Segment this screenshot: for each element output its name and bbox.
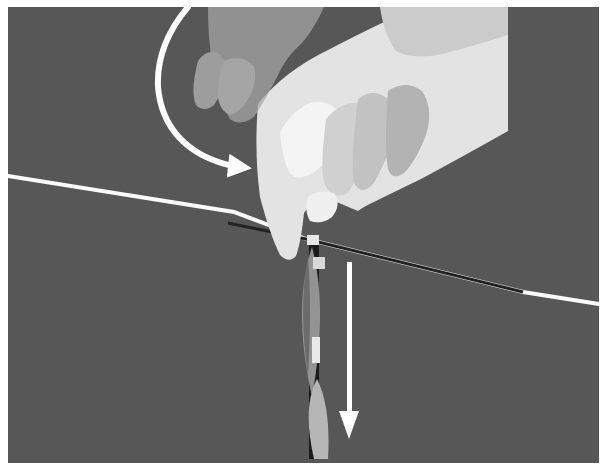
- illustration-frame: [8, 7, 599, 463]
- archery-hand-illustration: [8, 7, 599, 463]
